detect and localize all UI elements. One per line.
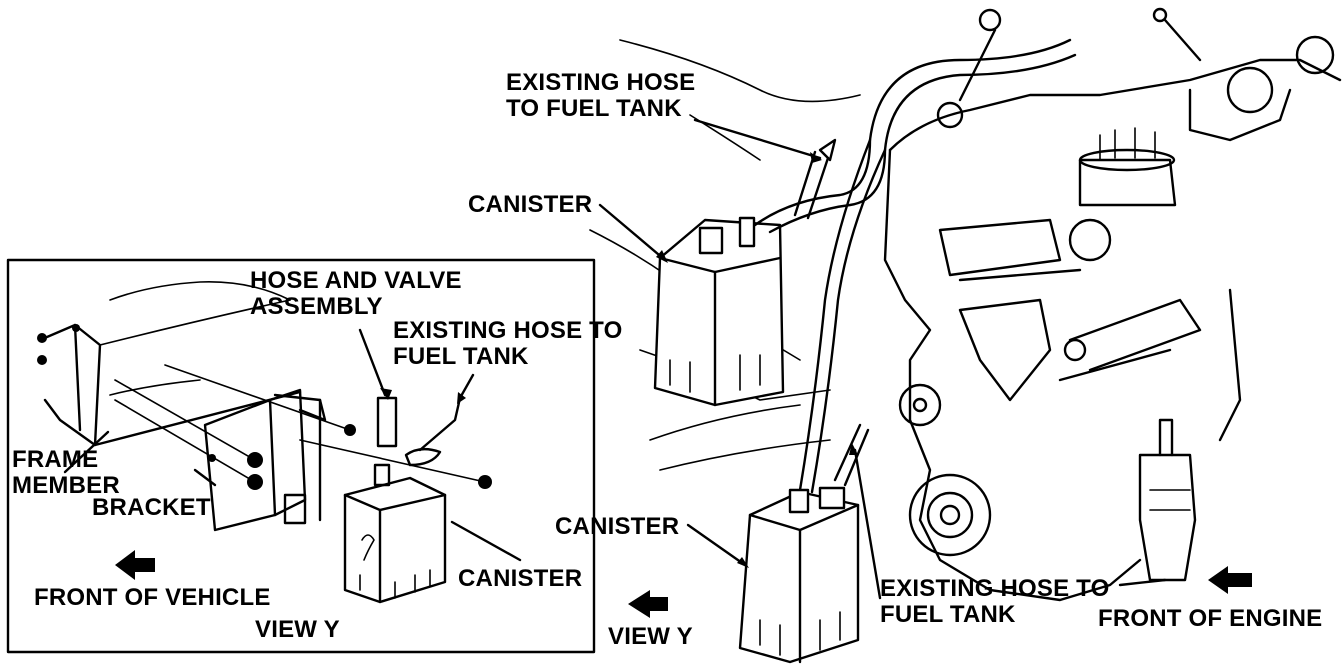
view-y-main-label: VIEW Y	[608, 623, 693, 650]
engine	[883, 7, 1342, 602]
existing-hose-label-top: EXISTING HOSE TO FUEL TANK	[506, 69, 696, 122]
inset-front-of-vehicle-label: FRONT OF VEHICLE	[34, 584, 271, 611]
inset-bolts	[114, 364, 492, 490]
front-of-vehicle-arrow	[115, 550, 155, 580]
canister-bottom-drawing	[738, 486, 860, 664]
front-of-engine-label: FRONT OF ENGINE	[1098, 605, 1323, 632]
inset-bracket	[203, 388, 327, 532]
top-hoses	[753, 38, 1077, 234]
view-y-main-arrow	[628, 590, 668, 618]
canister-label-bottom: CANISTER	[555, 513, 680, 540]
inset-leaders	[63, 328, 522, 562]
inset-view-y-label: VIEW Y	[255, 616, 340, 643]
front-of-engine-arrow	[1208, 566, 1252, 594]
canister-top-drawing	[653, 216, 785, 407]
canister-label-top: CANISTER	[468, 191, 593, 218]
inset-canister-label: CANISTER	[458, 565, 583, 592]
main-leaders	[598, 118, 1167, 600]
inset-frame-member-label: FRAME MEMBER	[12, 446, 120, 499]
inset-canister	[343, 463, 447, 604]
inset-bracket-label: BRACKET	[92, 494, 211, 521]
inset-border	[6, 258, 596, 654]
inset-view-y	[6, 258, 596, 654]
inset-hose-valve	[376, 396, 462, 467]
existing-hose-label-bottom: EXISTING HOSE TO FUEL TANK	[880, 575, 1110, 628]
main-drawing	[589, 7, 1342, 664]
inset-existing-hose-label: EXISTING HOSE TO FUEL TANK	[393, 317, 623, 370]
inset-hose-valve-label: HOSE AND VALVE ASSEMBLY	[250, 267, 462, 320]
